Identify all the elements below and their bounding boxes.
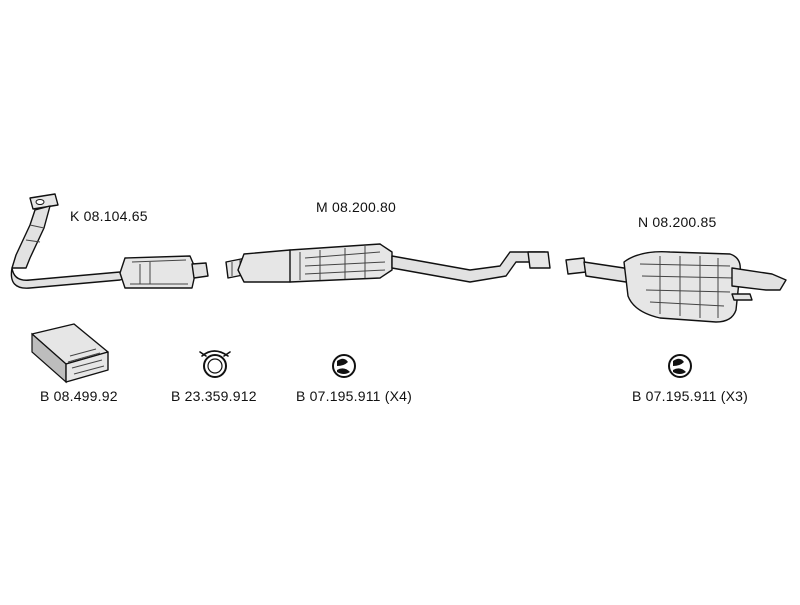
rubber-hanger-icon xyxy=(332,354,356,378)
hanger-rear-code: B 07.195.911 xyxy=(632,388,717,404)
hanger-rear-quantity: (X3) xyxy=(720,388,749,404)
hanger-middle-label: B 07.195.911 (X4) xyxy=(296,388,412,404)
rubber-hanger-icon xyxy=(668,354,692,378)
rear-silencer-icon xyxy=(565,251,787,323)
hanger-middle-quantity: (X4) xyxy=(384,388,413,404)
front-pipe-code: K 08.104.65 xyxy=(70,208,148,224)
hanger-middle-code: B 07.195.911 xyxy=(296,388,381,404)
pipe-clamp-icon xyxy=(199,350,231,378)
clamp-code: B 23.359.912 xyxy=(171,388,257,404)
mounting-kit-code: B 08.499.92 xyxy=(40,388,118,404)
hanger-rear-label: B 07.195.911 (X3) xyxy=(632,388,748,404)
front-pipe-icon xyxy=(10,193,209,289)
middle-silencer-icon xyxy=(225,243,551,283)
rear-silencer-code: N 08.200.85 xyxy=(638,214,717,230)
middle-silencer-code: M 08.200.80 xyxy=(316,199,397,215)
mounting-kit-icon xyxy=(31,323,109,384)
